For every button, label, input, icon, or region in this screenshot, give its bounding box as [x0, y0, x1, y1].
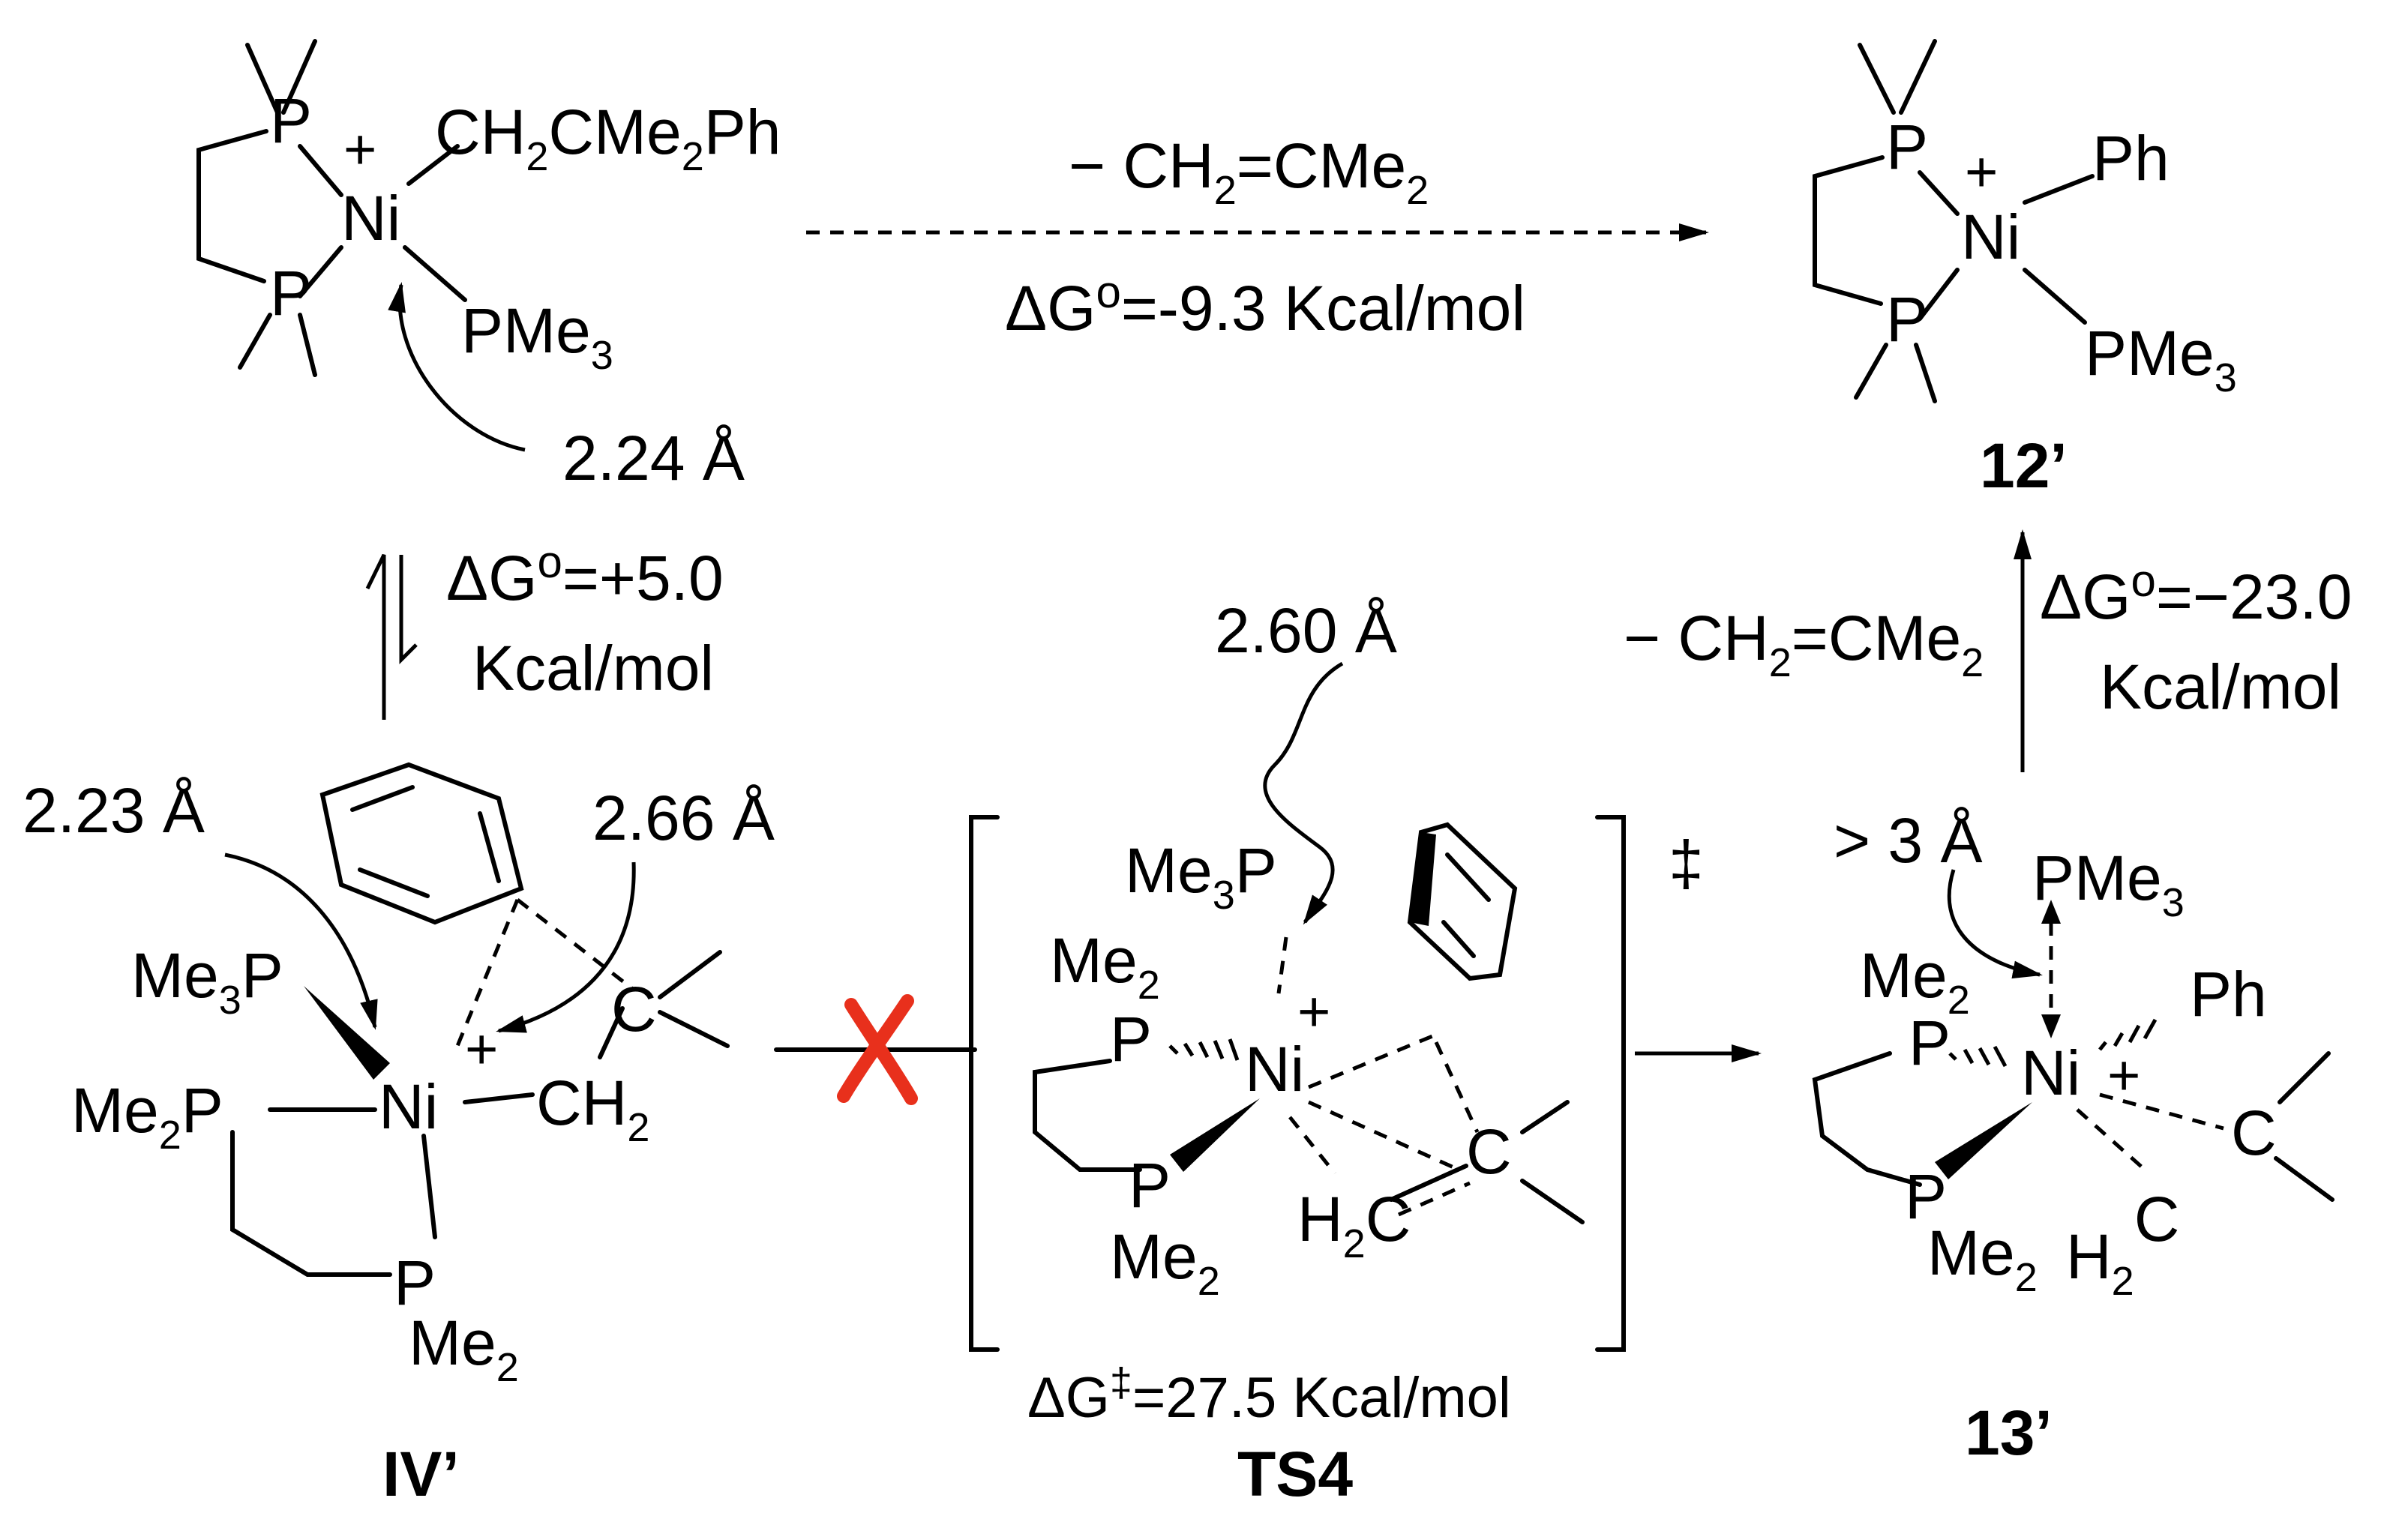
forbidden-x-mark — [837, 994, 918, 1105]
carbon-atom: C — [611, 974, 657, 1044]
ni-atom: Ni — [341, 183, 400, 253]
me3p-ligand: Me3P — [1125, 835, 1277, 918]
ni-atom: Ni — [1961, 202, 2020, 272]
ph-ligand: Ph — [2190, 959, 2267, 1029]
compound-label: 13’ — [1965, 1398, 2053, 1468]
p-atom-lower: P — [1905, 1161, 1947, 1232]
me2-lower: Me2 — [1110, 1221, 1220, 1304]
me2-upper: Me2 — [1050, 925, 1160, 1008]
equilibrium-unit: Kcal/mol — [472, 633, 714, 703]
me2-lower: Me2 — [1927, 1218, 2038, 1300]
right-step-arrow: − CH2=CMe2 ΔGo=−23.0 Kcal/mol — [1624, 529, 2352, 772]
ni-atom: Ni — [2021, 1038, 2080, 1108]
me2-upper: Me2 — [1860, 940, 1970, 1023]
compound-label: IV’ — [382, 1439, 460, 1509]
h2c-group: H2C — [2066, 1184, 2179, 1304]
p-atom-lower: P — [270, 258, 312, 328]
distance-label-1: 2.23 Å — [22, 775, 205, 846]
p-atom-upper: P — [1909, 1008, 1951, 1078]
right-step-energy: ΔGo=−23.0 — [2040, 556, 2352, 632]
p-atom-upper: P — [1886, 112, 1928, 182]
top-arrow-energy: ΔGo=-9.3 Kcal/mol — [1005, 267, 1525, 343]
ni-atom: Ni — [379, 1071, 438, 1142]
compound-IV: 2.23 Å 2.66 Å Me3P Ni + Me2P C CH2 P Me2… — [22, 762, 775, 1509]
pme3-ligand: PMe3 — [461, 295, 613, 378]
compound-12: P P Ni + Ph PMe3 12’ — [1813, 39, 2237, 501]
ni-charge: + — [1297, 980, 1330, 1044]
distance-arrow-curve — [388, 282, 526, 452]
p-atom-upper: P — [270, 85, 312, 156]
activation-energy: ΔG‡=27.5 Kcal/mol — [1027, 1360, 1511, 1430]
alkyl-ligand: CH2CMe2Ph — [435, 97, 781, 179]
ni-charge: + — [1965, 140, 1998, 204]
compound-13: > 3 Å PMe3 Me2 P Ni + Ph C P Me2 H2C 13’ — [1812, 805, 2335, 1468]
carbon-atom: C — [1466, 1116, 1512, 1187]
carbon-atom: C — [2231, 1098, 2277, 1168]
h2c-group: H2C — [1297, 1184, 1411, 1266]
compound-label: 12’ — [1980, 430, 2068, 501]
pme3-ligand: PMe3 — [2085, 318, 2237, 400]
distance-label: 2.60 Å — [1215, 595, 1397, 666]
right-step-unit: Kcal/mol — [2100, 652, 2341, 722]
ni-atom: Ni — [1245, 1034, 1304, 1104]
compound-top-left: P P Ni + CH2CMe2Ph PMe3 2.24 Å — [196, 39, 781, 493]
distance-label: > 3 Å — [1834, 805, 1982, 876]
top-reaction-arrow: − CH2=CMe2 ΔGo=-9.3 Kcal/mol — [806, 130, 1709, 343]
ni-charge: + — [343, 118, 376, 181]
pme3-ligand: PMe3 — [2032, 843, 2185, 925]
equilibrium-energy: ΔGo=+5.0 — [446, 537, 724, 613]
p-atom-lower: P — [394, 1248, 436, 1318]
right-step-loss: − CH2=CMe2 — [1624, 603, 1984, 685]
distance-label-2: 2.66 Å — [592, 783, 775, 853]
me2p-ligand: Me2P — [71, 1075, 223, 1158]
me2-lower: Me2 — [409, 1308, 519, 1390]
blocked-arrow — [774, 994, 977, 1105]
compound-label: TS4 — [1237, 1439, 1353, 1509]
ch2-group: CH2 — [536, 1068, 649, 1150]
top-arrow-loss: − CH2=CMe2 — [1069, 130, 1429, 213]
distance-label: 2.24 Å — [562, 423, 745, 493]
p-atom-lower: P — [1886, 284, 1928, 355]
left-equilibrium-arrows: ΔGo=+5.0 Kcal/mol — [365, 537, 724, 720]
compound-TS4: 2.60 Å ‡ Me3P Me2 P Ni + P Me2 C H2C ΔG‡… — [969, 595, 1704, 1509]
p-atom-upper: P — [1110, 1004, 1152, 1074]
me3p-ligand: Me3P — [131, 940, 283, 1023]
dagger-symbol: ‡ — [1669, 828, 1704, 898]
ni-charge: + — [465, 1017, 498, 1081]
ni-charge: + — [2107, 1044, 2140, 1107]
p-atom-lower: P — [1129, 1150, 1171, 1221]
ph-ligand: Ph — [2092, 123, 2170, 193]
